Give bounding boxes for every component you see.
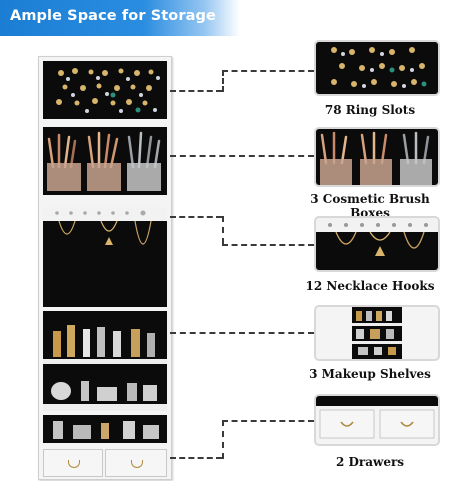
cabinet-makeup-section: [43, 311, 167, 411]
necklace-hook-icon: [43, 207, 167, 307]
cabinet-drawer-right: [105, 449, 167, 477]
makeup-shelf-detail-icon: [352, 307, 402, 359]
brush-box-detail-icon: [320, 131, 432, 185]
brush-box-panel: [314, 127, 440, 187]
feature-label-makeup-shelves: 3 Makeup Shelves: [309, 367, 431, 381]
connector-line-5-vertical: [222, 420, 224, 459]
ring-slots-panel: [314, 40, 440, 96]
necklace-hook-panel: [314, 216, 440, 272]
connector-line-5b: [222, 420, 314, 422]
cabinet-drawer-left: [43, 449, 103, 477]
ring-slots-icon: [56, 68, 160, 113]
cabinet-brush-section: [43, 127, 167, 195]
cabinet-necklace-section: [43, 207, 167, 307]
feature-label-ring-slots: 78 Ring Slots: [324, 103, 416, 117]
ring-slots-detail-icon: [331, 47, 427, 88]
connector-line-2: [170, 155, 314, 157]
drawer-detail-icon: [316, 396, 438, 439]
makeup-shelf-panel: [314, 305, 440, 361]
connector-line-1: [170, 90, 222, 92]
connector-line-5: [170, 457, 222, 459]
connector-line-4: [170, 332, 314, 334]
lower-shelf-icon: [53, 421, 159, 439]
cabinet-lower-section: [43, 415, 167, 443]
brush-box-icon: [47, 131, 161, 191]
connector-line-3-vertical: [222, 216, 224, 244]
connector-line-1-vertical: [222, 70, 224, 92]
cabinet-ring-section: [43, 61, 167, 119]
drawer-handle-icon: [68, 460, 80, 468]
makeup-shelf-icon: [43, 325, 167, 411]
drawer-handle-icon: [131, 460, 143, 468]
jewelry-cabinet-image: [38, 56, 172, 480]
feature-label-drawers: 2 Drawers: [335, 455, 405, 469]
connector-line-1b: [222, 70, 314, 72]
connector-line-3b: [222, 244, 314, 246]
feature-label-necklace-hooks: 12 Necklace Hooks: [305, 279, 435, 293]
title-banner: Ample Space for Storage: [0, 0, 240, 36]
necklace-hook-detail-icon: [316, 223, 438, 270]
banner-title: Ample Space for Storage: [10, 8, 216, 24]
connector-line-3: [170, 216, 222, 218]
drawer-panel: [314, 394, 440, 446]
